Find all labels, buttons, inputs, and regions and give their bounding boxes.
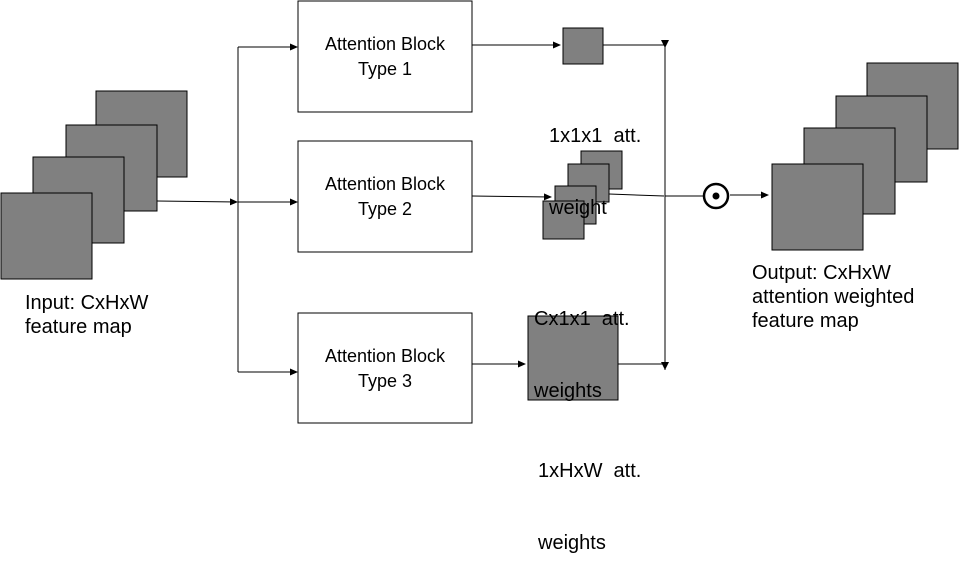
attention-block-1-title: Attention Block <box>324 34 446 54</box>
output-label: Output: CxHxW attention weighted feature… <box>752 261 914 333</box>
elementwise-product-icon <box>702 182 730 210</box>
weight-2-label-line-1: Cx1x1 att. <box>534 308 630 330</box>
weight-3-label: 1xHxW att. weights <box>538 411 641 579</box>
merge-top-arrowhead <box>661 40 669 48</box>
weight-1-label-line-2: weight <box>549 197 607 219</box>
attention-block-3-title: Attention Block <box>324 346 446 366</box>
input-label-line-1: Input: CxHxW <box>25 292 149 314</box>
weight-2-stack <box>542 150 623 240</box>
attention-block-2-title: Attention Block <box>324 174 446 194</box>
output-label-line-1: Output: CxHxW <box>752 262 891 284</box>
input-feature-map-stack <box>0 90 188 280</box>
weight-3-label-line-2: weights <box>538 532 606 554</box>
merge-bottom-arrowhead <box>661 362 669 370</box>
attention-block-2 <box>297 140 473 253</box>
weight-2-out-line <box>608 193 665 197</box>
weight-1-square <box>562 27 604 65</box>
weight-1-label: 1x1x1 att. weight <box>549 76 641 244</box>
output-label-line-3: feature map <box>752 310 859 332</box>
attention-block-1-type: Type 1 <box>357 59 413 79</box>
attention-block-2-type: Type 2 <box>357 199 413 219</box>
attention-block-1-label: Attention Block Type 1 <box>298 32 472 82</box>
attention-block-1 <box>297 0 473 113</box>
weight-3-label-line-1: 1xHxW att. <box>538 460 642 482</box>
attention-block-3 <box>297 312 473 424</box>
diagram-canvas <box>0 0 959 424</box>
attention-block-2-label: Attention Block Type 2 <box>298 172 472 222</box>
input-arrow <box>156 198 238 206</box>
input-label: Input: CxHxW feature map <box>25 291 148 339</box>
output-feature-map-stack <box>771 62 959 251</box>
attention-block-3-label: Attention Block Type 3 <box>298 344 472 394</box>
arrow-block-2-to-weight <box>471 193 552 201</box>
weight-2-label: Cx1x1 att. weights <box>534 259 630 427</box>
weight-2-label-line-2: weights <box>534 380 602 402</box>
output-label-line-2: attention weighted <box>752 286 915 308</box>
weight-3-square <box>527 315 619 401</box>
input-label-line-2: feature map <box>25 316 132 338</box>
weight-1-label-line-1: 1x1x1 att. <box>549 125 642 147</box>
attention-block-3-type: Type 3 <box>357 371 413 391</box>
